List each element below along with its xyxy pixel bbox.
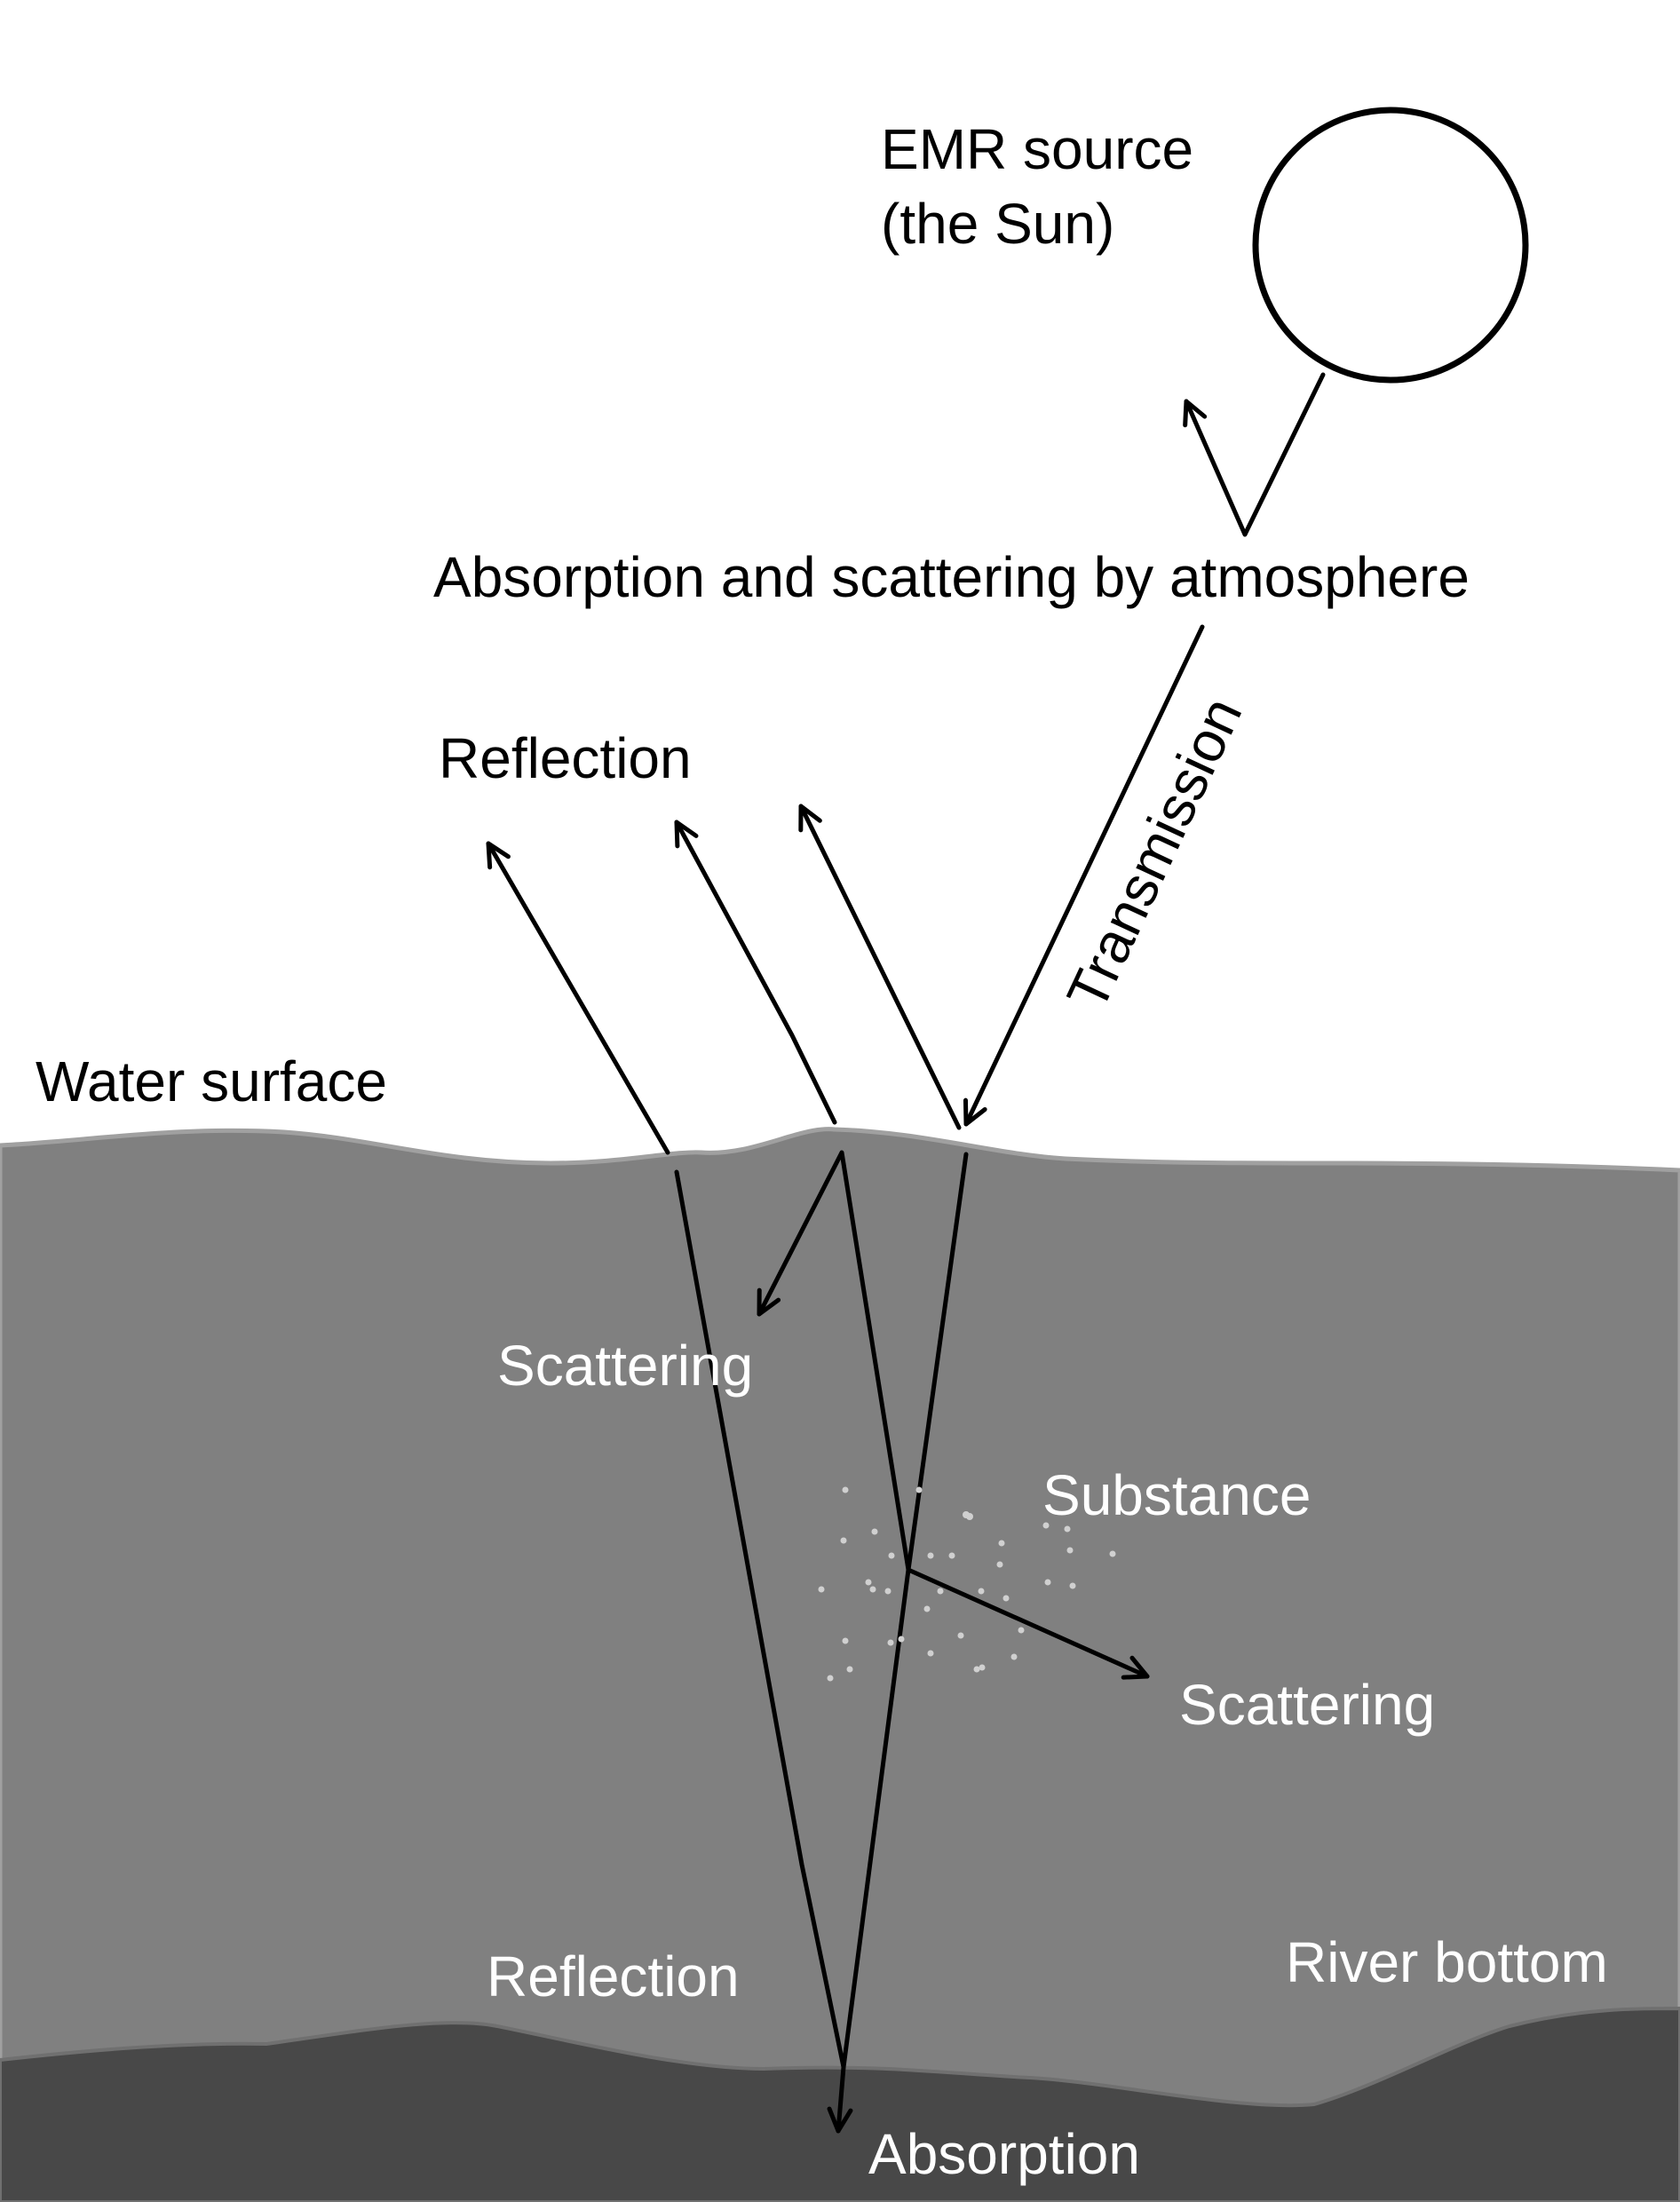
atmosphere-label: Absorption and scattering by atmosphere (433, 545, 1470, 609)
emr-source-label-line1: EMR source (881, 117, 1193, 181)
reflection-arrow-2 (674, 820, 837, 1125)
refracted-ray-scatter-upper (757, 1150, 911, 1572)
atmosphere-scatter-arrow (1183, 372, 1326, 537)
absorption-label: Absorption (868, 2122, 1140, 2186)
reflection-arrow-1 (486, 841, 670, 1155)
refracted-ray-bottom (674, 1169, 853, 2134)
reflection-arrow-3 (798, 804, 962, 1130)
water-surface-label: Water surface (36, 1050, 387, 1113)
scattering-upper-label: Scattering (497, 1334, 753, 1398)
sun-circle (1252, 107, 1529, 384)
reflection-bottom-label: Reflection (487, 1945, 740, 2008)
water-body (0, 1127, 1680, 2202)
substance-particles (818, 1486, 1116, 1682)
river-bottom-label: River bottom (1286, 1930, 1608, 1994)
emr-source-label-line2: (the Sun) (881, 192, 1114, 256)
reflection-surface-label: Reflection (439, 726, 692, 790)
transmission-arrow (963, 624, 1205, 1127)
ray-substance-to-bottom (841, 1567, 911, 2070)
transmission-label: Transmission (1054, 688, 1254, 1019)
scattering-lower-label: Scattering (1179, 1673, 1435, 1737)
substance-label: Substance (1042, 1463, 1311, 1527)
